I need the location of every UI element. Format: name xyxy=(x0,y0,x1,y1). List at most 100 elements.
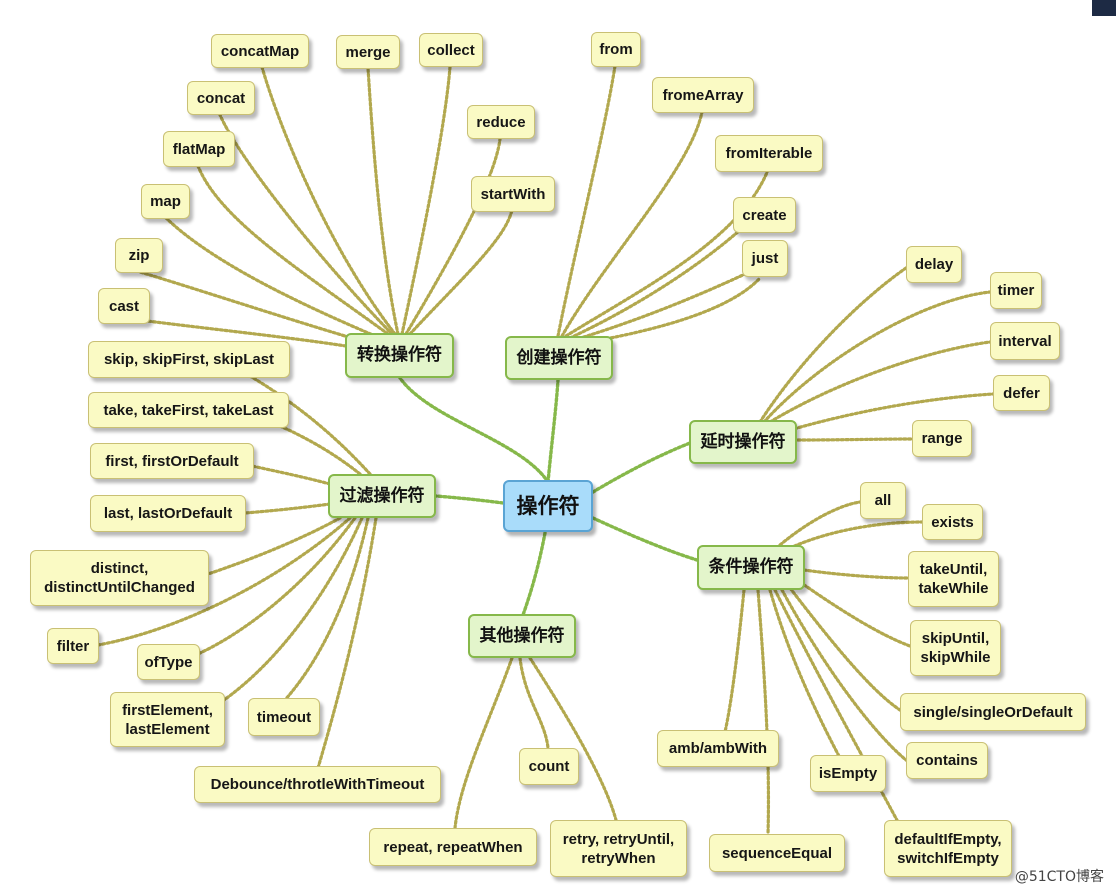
op-skipUntil[interactable]: skipUntil, skipWhile xyxy=(910,620,1001,676)
op-interval[interactable]: interval xyxy=(990,322,1060,360)
op-fromIterable[interactable]: fromIterable xyxy=(715,135,823,172)
link-first xyxy=(250,464,332,486)
link-merge xyxy=(366,66,400,336)
link-cast xyxy=(122,316,348,348)
category-create[interactable]: 创建操作符 xyxy=(505,336,613,380)
op-exists[interactable]: exists xyxy=(922,504,983,540)
link-filter xyxy=(96,516,352,647)
op-repeat[interactable]: repeat, repeatWhen xyxy=(369,828,537,866)
link-last xyxy=(243,502,332,515)
link-just-2 xyxy=(576,276,762,346)
link-takeUntil xyxy=(802,568,910,580)
link-Debounce xyxy=(316,516,378,770)
op-distinct[interactable]: distinct, distinctUntilChanged xyxy=(30,550,209,606)
op-single[interactable]: single/singleOrDefault xyxy=(900,693,1086,731)
op-reduce[interactable]: reduce xyxy=(467,105,535,139)
op-takeUntil[interactable]: takeUntil, takeWhile xyxy=(908,551,999,607)
link-zip xyxy=(138,270,374,346)
op-firstElement[interactable]: firstElement, lastElement xyxy=(110,692,225,747)
op-fromeArray[interactable]: fromeArray xyxy=(652,77,754,113)
link-root-other xyxy=(521,531,547,617)
link-fromIterable xyxy=(564,168,770,338)
link-from xyxy=(556,64,617,338)
link-defer xyxy=(788,392,995,432)
op-from[interactable]: from xyxy=(591,32,641,67)
op-contains[interactable]: contains xyxy=(906,742,988,779)
link-just xyxy=(572,272,747,342)
op-last[interactable]: last, lastOrDefault xyxy=(90,495,246,532)
link-startWith xyxy=(408,208,514,336)
link-ofType xyxy=(196,516,357,656)
op-retry[interactable]: retry, retryUntil, retryWhen xyxy=(550,820,687,877)
link-collect xyxy=(400,65,452,336)
link-timeout xyxy=(283,516,370,702)
op-defer[interactable]: defer xyxy=(993,375,1050,411)
link-concat xyxy=(218,113,394,336)
op-zip[interactable]: zip xyxy=(115,238,163,273)
link-defaultIfEmpty xyxy=(773,588,900,824)
op-first[interactable]: first, firstOrDefault xyxy=(90,443,254,479)
op-flatMap[interactable]: flatMap xyxy=(163,131,235,167)
link-skipUntil xyxy=(798,580,912,648)
op-startWith[interactable]: startWith xyxy=(471,176,555,212)
op-all[interactable]: all xyxy=(860,482,906,519)
op-create[interactable]: create xyxy=(733,197,796,233)
op-take[interactable]: take, takeFirst, takeLast xyxy=(88,392,289,428)
op-sequenceEqual[interactable]: sequenceEqual xyxy=(709,834,845,872)
link-sequenceEqual xyxy=(756,588,771,836)
link-root-filter xyxy=(434,494,505,505)
link-reduce xyxy=(404,137,502,336)
link-count xyxy=(518,656,550,750)
op-amb[interactable]: amb/ambWith xyxy=(657,730,779,767)
op-defaultIfEmpty[interactable]: defaultIfEmpty, switchIfEmpty xyxy=(884,820,1012,877)
link-amb xyxy=(723,588,746,734)
link-root-convert xyxy=(398,376,550,484)
op-cast[interactable]: cast xyxy=(98,288,150,324)
category-cond[interactable]: 条件操作符 xyxy=(697,545,805,590)
op-concat[interactable]: concat xyxy=(187,81,255,115)
op-count[interactable]: count xyxy=(519,748,579,785)
link-single xyxy=(788,586,902,712)
watermark: @51CTO博客 xyxy=(1014,869,1104,885)
link-firstElement xyxy=(222,516,364,702)
link-concatMap xyxy=(260,65,397,336)
link-isEmpty xyxy=(768,588,842,760)
link-distinct xyxy=(206,516,342,576)
link-exists xyxy=(788,520,924,550)
op-isEmpty[interactable]: isEmpty xyxy=(810,755,886,792)
link-take xyxy=(278,424,362,476)
op-merge[interactable]: merge xyxy=(336,35,400,69)
link-fromeArray xyxy=(560,110,704,338)
link-map xyxy=(164,216,382,340)
op-delay[interactable]: delay xyxy=(906,246,962,283)
op-concatMap[interactable]: concatMap xyxy=(211,34,309,68)
op-map[interactable]: map xyxy=(141,184,190,219)
link-create xyxy=(568,228,742,340)
op-collect[interactable]: collect xyxy=(419,33,483,67)
root-node[interactable]: 操作符 xyxy=(503,480,593,532)
link-skip xyxy=(248,374,372,476)
op-timer[interactable]: timer xyxy=(990,272,1042,309)
op-skip[interactable]: skip, skipFirst, skipLast xyxy=(88,341,290,378)
op-Debounce[interactable]: Debounce/throtleWithTimeout xyxy=(194,766,441,803)
category-filter[interactable]: 过滤操作符 xyxy=(328,474,436,518)
op-filter[interactable]: filter xyxy=(47,628,99,664)
link-retry xyxy=(528,656,618,822)
link-root-create xyxy=(546,378,560,484)
category-convert[interactable]: 转换操作符 xyxy=(345,333,454,378)
corner-icon xyxy=(1092,0,1116,16)
op-just[interactable]: just xyxy=(742,240,788,277)
link-range xyxy=(796,437,914,442)
category-delay[interactable]: 延时操作符 xyxy=(689,420,797,464)
link-flatMap xyxy=(196,164,390,336)
link-all xyxy=(778,500,862,547)
op-range[interactable]: range xyxy=(912,420,972,457)
link-delay xyxy=(758,266,908,424)
link-interval xyxy=(768,340,992,424)
link-root-cond xyxy=(591,516,699,562)
category-other[interactable]: 其他操作符 xyxy=(468,614,576,658)
link-contains xyxy=(780,588,908,762)
op-timeout[interactable]: timeout xyxy=(248,698,320,736)
op-ofType[interactable]: ofType xyxy=(137,644,200,680)
